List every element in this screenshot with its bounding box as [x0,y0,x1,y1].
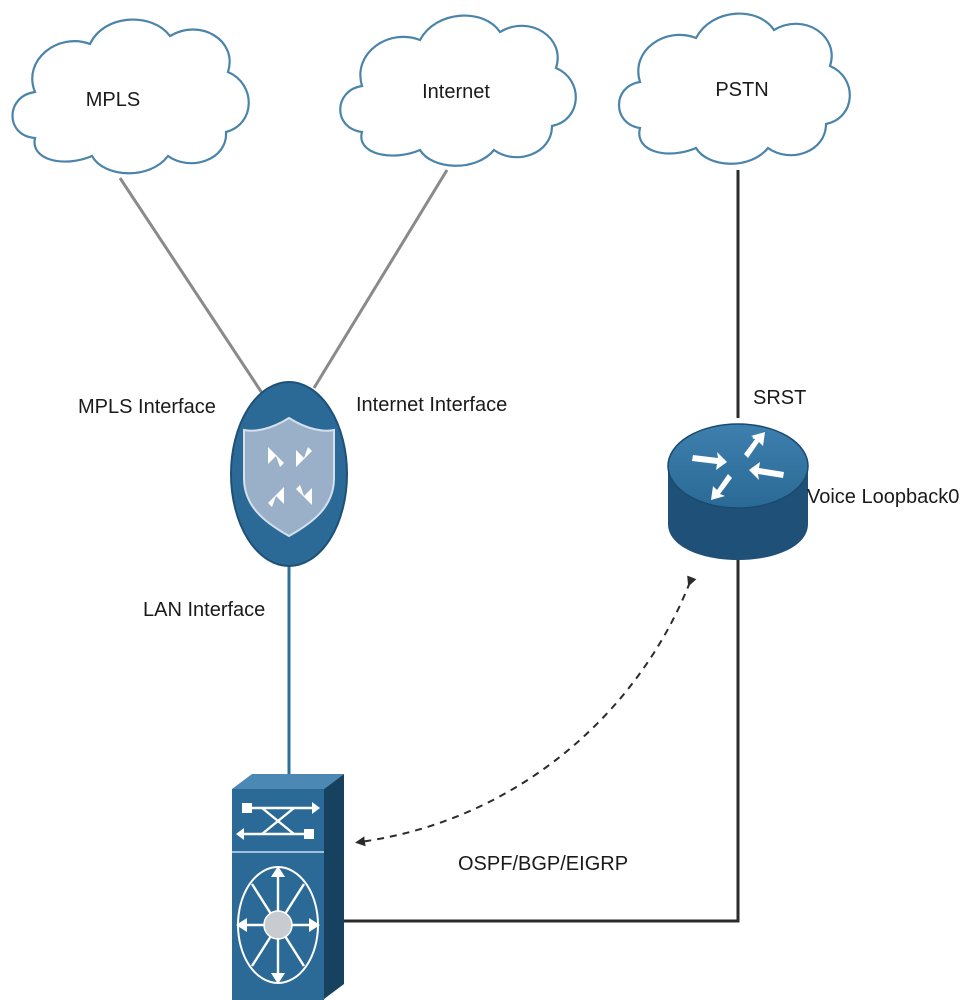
mpls-interface-label: MPLS Interface [78,396,216,418]
internet-cloud: Internet [339,14,577,167]
internet-cloud-label: Internet [422,81,490,103]
multilayer-switch-icon [232,774,344,1000]
shield-router-icon [230,381,348,567]
mpls-cloud-label: MPLS [86,89,140,111]
router-icon [667,423,809,560]
internet-interface-label: Internet Interface [356,394,507,416]
srst-label: SRST [753,387,806,409]
lan-interface-label: LAN Interface [143,599,265,621]
voice-loopback-label: Voice Loopback0 [807,486,959,508]
routing-protocols-label: OSPF/BGP/EIGRP [458,853,628,875]
mpls-cloud: MPLS [11,18,250,175]
pstn-cloud: PSTN [617,12,851,165]
routing-arrow [355,575,697,847]
internet-link [312,169,449,389]
mpls-link [118,177,264,394]
voice-link [344,560,740,923]
pstn-cloud-label: PSTN [715,79,768,101]
